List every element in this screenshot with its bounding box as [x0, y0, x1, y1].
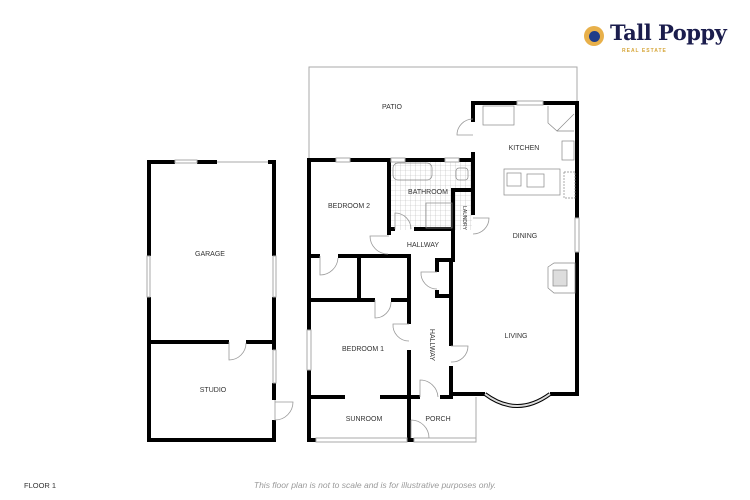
- room-label-bathroom: BATHROOM: [408, 189, 448, 196]
- room-label-living: LIVING: [505, 333, 528, 340]
- garage-doors: [228, 342, 294, 421]
- shower-icon: [425, 202, 453, 229]
- room-label-patio: PATIO: [382, 104, 403, 111]
- fireplace-icon: [547, 262, 576, 294]
- brand-logo: Tall Poppy REAL ESTATE: [584, 20, 744, 62]
- house-windows: [306, 100, 580, 443]
- stove-icon: [561, 140, 575, 161]
- garage-studio-building: [147, 160, 276, 442]
- toilet-icon: [455, 167, 469, 181]
- room-label-kitchen: KITCHEN: [509, 145, 540, 152]
- bathtub-icon: [392, 162, 433, 181]
- room-label-garage: GARAGE: [195, 251, 225, 258]
- kitchen-counter-icon: [482, 105, 515, 126]
- room-label-hallway-top: HALLWAY: [407, 242, 439, 249]
- room-label-bedroom1: BEDROOM 1: [342, 346, 384, 353]
- disclaimer: This floor plan is not to scale and is f…: [253, 480, 497, 490]
- room-label-laundry: LAUNDRY: [461, 206, 467, 230]
- room-label-porch: PORCH: [425, 416, 450, 423]
- room-label-dining: DINING: [513, 233, 538, 240]
- room-label-bedroom2: BEDROOM 2: [328, 203, 370, 210]
- room-label-hallway-vertical: HALLWAY: [428, 329, 435, 361]
- room-label-studio: STUDIO: [200, 387, 227, 394]
- floor-label: FLOOR 1: [24, 481, 57, 490]
- house-doors: [319, 118, 490, 439]
- garage-windows: [146, 159, 277, 384]
- brand-tagline: REAL ESTATE: [622, 48, 667, 54]
- patio-area: [308, 66, 578, 160]
- fixtures: [392, 105, 576, 294]
- kitchen-island-icon: [503, 168, 561, 196]
- sink-icon: [506, 172, 522, 187]
- kitchen-corner-icon: [547, 106, 575, 132]
- poppy-logo-icon: [584, 26, 604, 46]
- bathroom-tiles: [391, 160, 472, 230]
- house-walls: [307, 101, 579, 442]
- brand-name: Tall Poppy: [610, 20, 727, 45]
- room-label-sunroom: SUNROOM: [346, 416, 383, 423]
